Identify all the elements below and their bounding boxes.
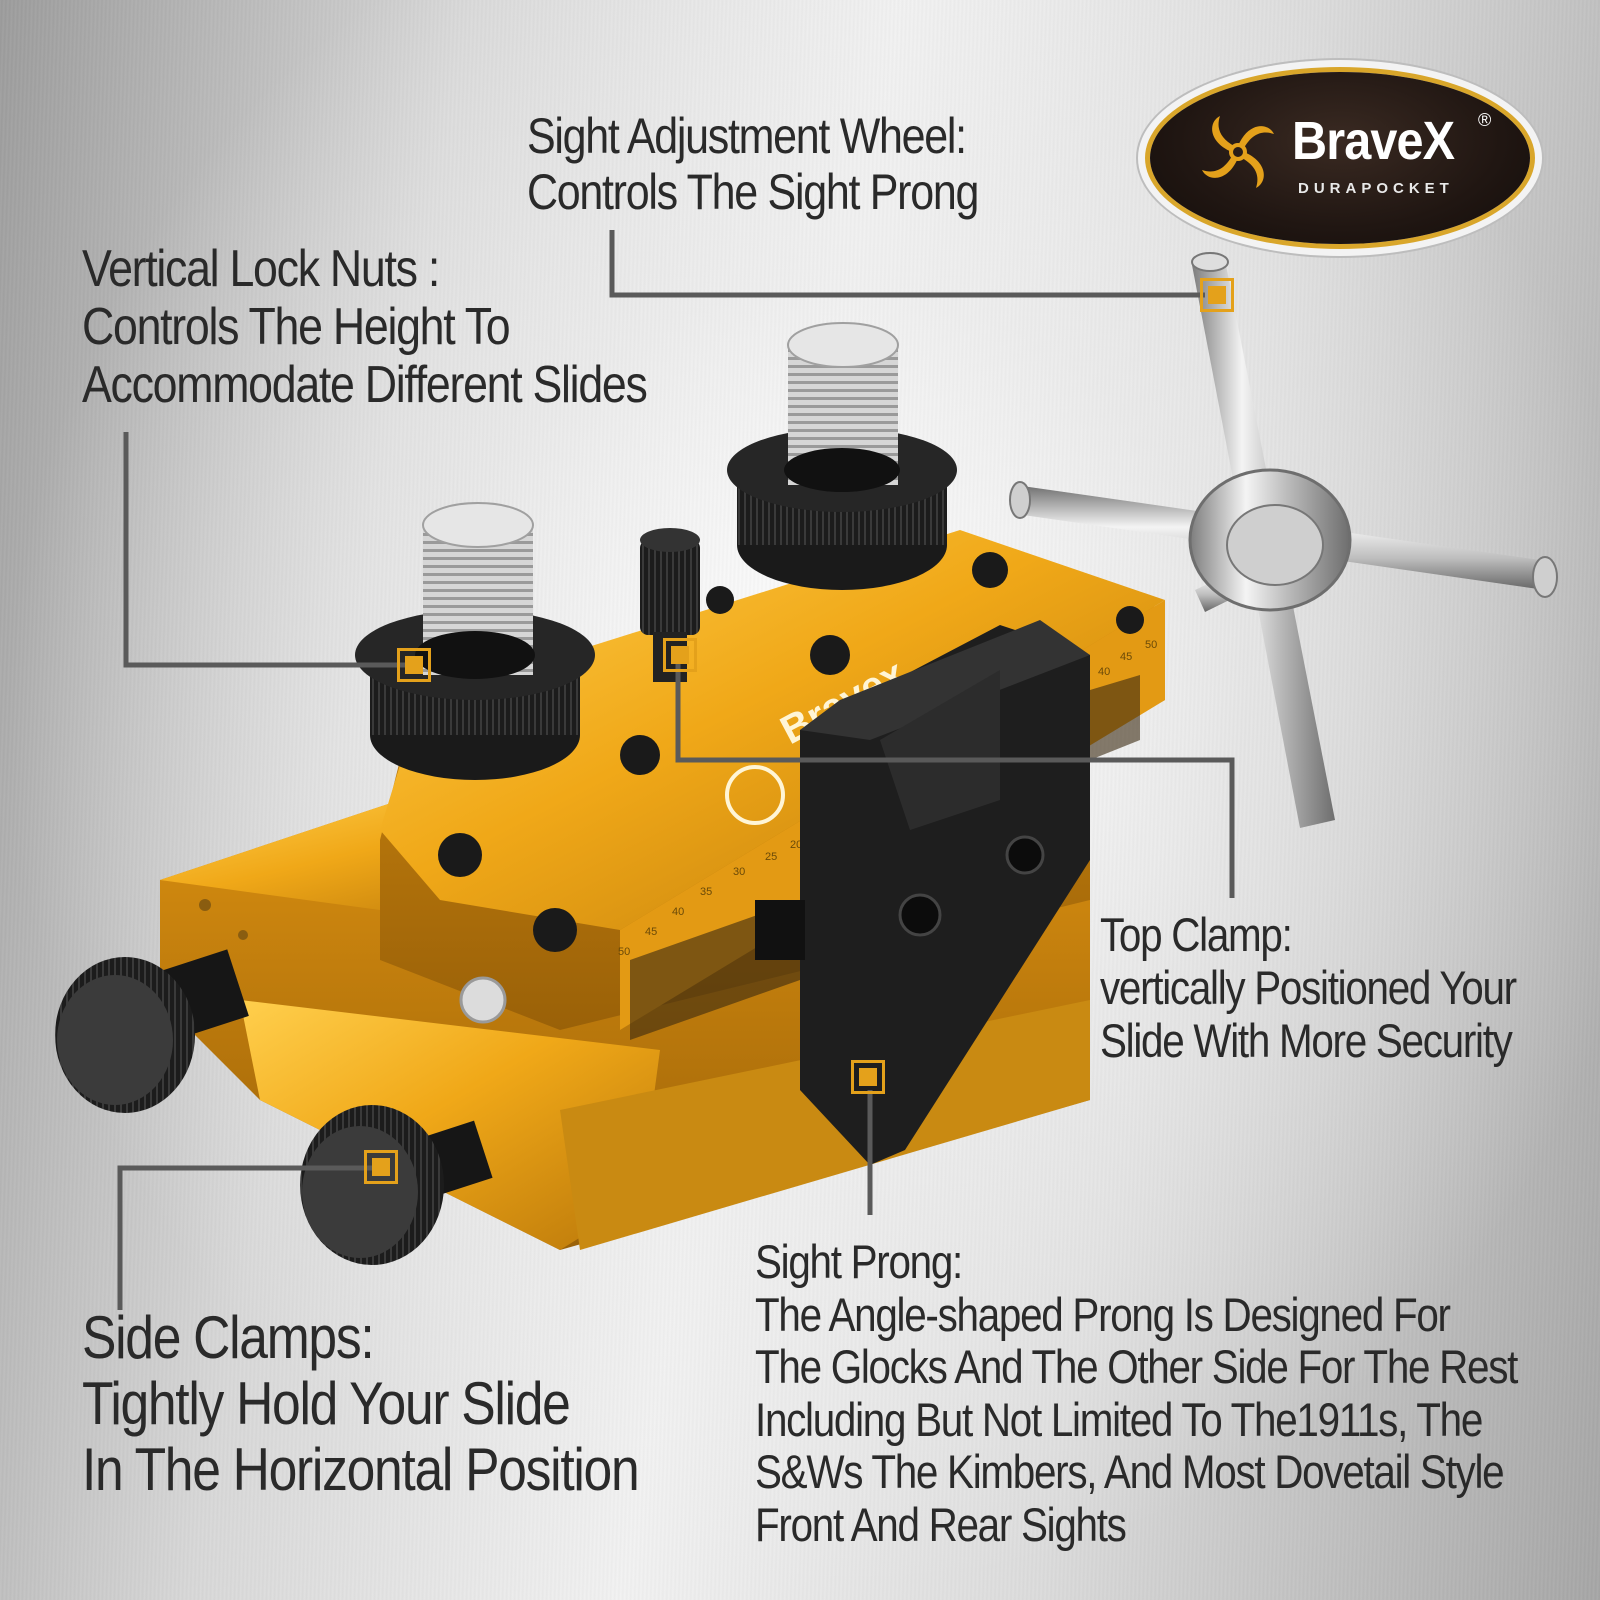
logo-subtitle: DURAPOCKET <box>1298 180 1454 197</box>
svg-text:45: 45 <box>1120 651 1132 663</box>
logo-registered-mark: ® <box>1478 110 1492 130</box>
top-clamp-knob <box>640 528 700 682</box>
leader-lines <box>117 230 1235 1310</box>
callout-side-clamps: Side Clamps: Tightly Hold Your Slide In … <box>82 1304 640 1503</box>
callout-line: Tightly Hold Your Slide <box>82 1370 571 1437</box>
marker-side-clamp <box>364 1150 398 1184</box>
sight-adjustment-wheel <box>1009 252 1558 828</box>
callout-title: Side Clamps: <box>82 1304 375 1371</box>
svg-text:45: 45 <box>645 926 657 938</box>
marker-sight-adjustment-wheel <box>1200 278 1234 312</box>
marker-sight-prong <box>851 1060 885 1094</box>
callout-line: Including But Not Limited To The1911s, T… <box>755 1392 1483 1446</box>
svg-text:50: 50 <box>1145 639 1157 651</box>
svg-text:50: 50 <box>618 946 630 958</box>
pinwheel-icon <box>1202 116 1274 188</box>
callout-line: Front And Rear Sights <box>755 1497 1127 1551</box>
side-clamp-knob-lower <box>300 1105 493 1265</box>
callout-line: The Angle-shaped Prong Is Designed For <box>755 1287 1451 1341</box>
brand-logo: BraveX ® DURAPOCKET <box>1150 72 1530 244</box>
callout-vertical-lock-nuts: Vertical Lock Nuts : Controls The Height… <box>82 240 648 414</box>
callout-sight-prong: Sight Prong: The Angle-shaped Prong Is D… <box>755 1235 1518 1551</box>
svg-text:35: 35 <box>700 886 712 898</box>
callout-line: vertically Positioned Your <box>1100 961 1517 1014</box>
callout-title: Top Clamp: <box>1100 908 1293 961</box>
callout-top-clamp: Top Clamp: vertically Positioned Your Sl… <box>1100 908 1517 1067</box>
callout-line: S&Ws The Kimbers, And Most Dovetail Styl… <box>755 1445 1505 1498</box>
callout-line: The Glocks And The Other Side For The Re… <box>755 1340 1518 1393</box>
svg-text:25: 25 <box>765 851 777 863</box>
logo-brand-name: BraveX <box>1292 111 1455 171</box>
callout-title: Vertical Lock Nuts : <box>82 240 440 298</box>
callout-line: Controls The Height To <box>82 298 511 356</box>
right-vertical-bolt <box>727 322 957 590</box>
svg-text:30: 30 <box>733 866 745 878</box>
callout-sight-adjustment-wheel: Sight Adjustment Wheel: Controls The Sig… <box>527 108 979 220</box>
callout-line: Controls The Sight Prong <box>527 164 979 220</box>
side-clamp-knob-upper <box>55 949 249 1113</box>
left-vertical-bolt <box>355 502 595 780</box>
svg-text:20: 20 <box>790 839 802 851</box>
marker-top-clamp <box>663 638 697 672</box>
scale-markings: 50 45 40 35 30 25 20 50 45 40 <box>618 639 1157 958</box>
callout-title: Sight Adjustment Wheel: <box>527 108 967 164</box>
callout-line: In The Horizontal Position <box>82 1436 640 1503</box>
callout-line: Accommodate Different Slides <box>82 356 648 414</box>
marker-vertical-lock-nut <box>397 648 431 682</box>
svg-text:40: 40 <box>672 906 684 918</box>
svg-text:40: 40 <box>1098 666 1110 678</box>
callout-title: Sight Prong: <box>755 1235 963 1288</box>
callout-line: Slide With More Security <box>1100 1014 1513 1067</box>
